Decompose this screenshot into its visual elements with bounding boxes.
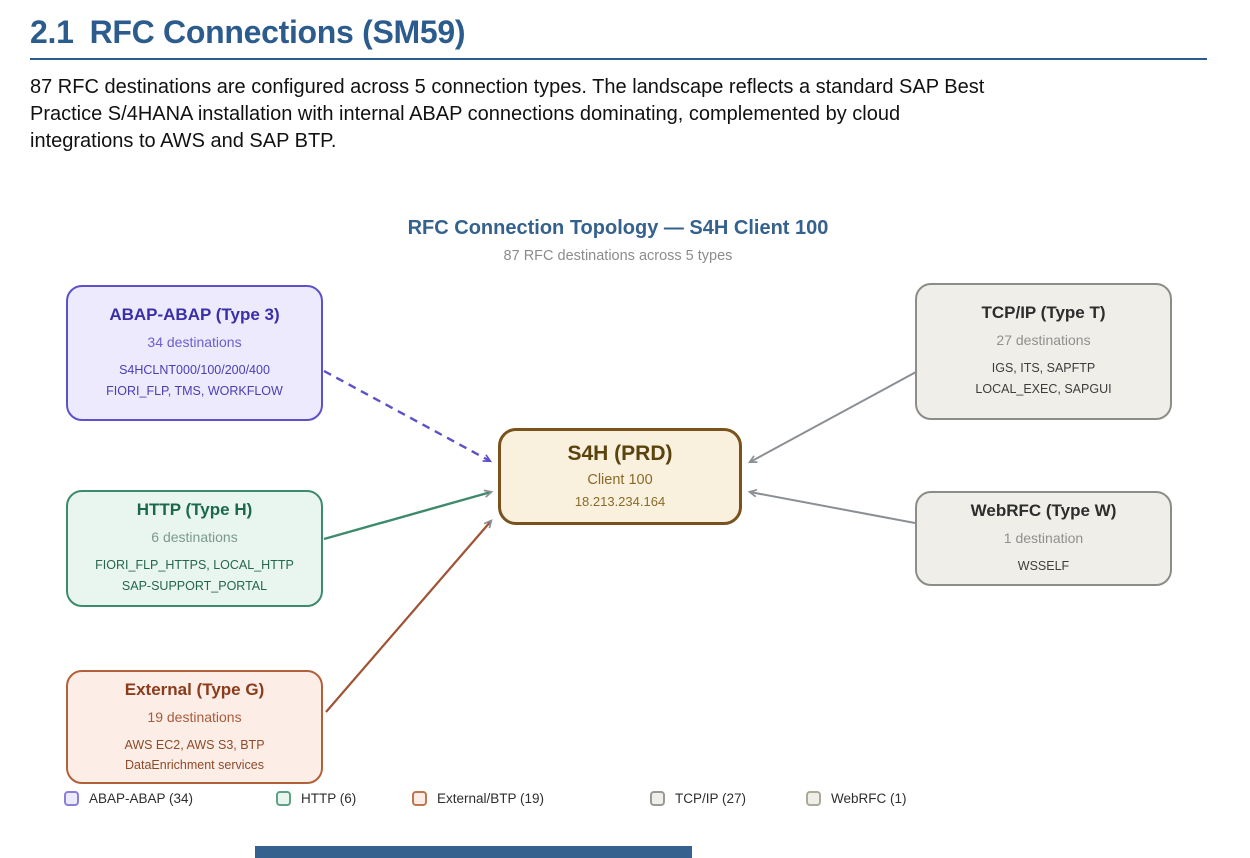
section-title: RFC Connections (SM59) bbox=[89, 14, 466, 50]
node-detail: DataEnrichment services bbox=[125, 757, 264, 772]
legend-swatch-external bbox=[412, 790, 427, 806]
arrow-tcpip-to-center bbox=[747, 371, 917, 464]
legend-label: HTTP (6) bbox=[301, 790, 357, 806]
arrow-abap-to-center bbox=[323, 369, 493, 463]
arrow-http-to-center bbox=[323, 489, 494, 541]
node-count: 34 destinations bbox=[147, 333, 242, 350]
legend-item-http: HTTP (6) bbox=[276, 789, 356, 807]
section-number: 2.1 bbox=[30, 14, 74, 50]
node-ip-address: 18.213.234.164 bbox=[574, 493, 666, 509]
node-title: ABAP-ABAP (Type 3) bbox=[109, 304, 280, 324]
diagram-subtitle: 87 RFC destinations across 5 types bbox=[503, 248, 733, 264]
intro-paragraph: 87 RFC destinations are configured acros… bbox=[30, 74, 984, 155]
legend-label: ABAP-ABAP (34) bbox=[89, 790, 194, 806]
legend-swatch-webrfc bbox=[806, 790, 821, 806]
node-title: External (Type G) bbox=[124, 679, 265, 699]
node-count: 1 destination bbox=[1003, 529, 1084, 546]
node-detail: FIORI_FLP_HTTPS, LOCAL_HTTP bbox=[95, 558, 294, 572]
arrow-webrfc-to-center bbox=[747, 488, 916, 524]
node-detail: WSSELF bbox=[1017, 558, 1070, 573]
legend-label: WebRFC (1) bbox=[831, 790, 907, 806]
node-count: 27 destinations bbox=[996, 332, 1091, 348]
node-count: 6 destinations bbox=[151, 529, 238, 545]
arrow-external-to-center bbox=[325, 519, 493, 713]
node-external: External (Type G) 19 destinations AWS EC… bbox=[66, 670, 323, 784]
next-section-bar bbox=[255, 846, 692, 858]
paragraph-line: Practice S/4HANA installation with inter… bbox=[30, 103, 901, 125]
node-abap-abap: ABAP-ABAP (Type 3) 34 destinations S4HCL… bbox=[66, 285, 323, 421]
legend-swatch-tcpip bbox=[650, 790, 665, 806]
node-title: S4H (PRD) bbox=[567, 441, 673, 465]
legend-label: External/BTP (19) bbox=[437, 790, 545, 806]
node-http: HTTP (Type H) 6 destinations FIORI_FLP_H… bbox=[66, 490, 323, 607]
node-client: Client 100 bbox=[587, 471, 653, 488]
legend-swatch-http bbox=[276, 790, 291, 806]
node-detail: S4HCLNT000/100/200/400 bbox=[119, 362, 270, 377]
legend-item-abap: ABAP-ABAP (34) bbox=[64, 789, 193, 807]
legend-swatch-abap bbox=[64, 790, 79, 806]
node-count: 19 destinations bbox=[147, 708, 242, 725]
node-title: TCP/IP (Type T) bbox=[981, 303, 1106, 322]
legend-item-tcpip: TCP/IP (27) bbox=[650, 789, 746, 807]
section-heading: 2.1 RFC Connections (SM59) bbox=[30, 14, 466, 51]
heading-underline bbox=[30, 58, 1207, 60]
node-s4h-prd: S4H (PRD) Client 100 18.213.234.164 bbox=[498, 428, 742, 525]
legend-item-webrfc: WebRFC (1) bbox=[806, 789, 907, 807]
diagram-title: RFC Connection Topology — S4H Client 100 bbox=[407, 217, 829, 239]
node-detail: SAP-SUPPORT_PORTAL bbox=[121, 579, 268, 593]
node-title: HTTP (Type H) bbox=[136, 500, 253, 519]
node-detail: IGS, ITS, SAPFTP bbox=[991, 361, 1096, 375]
paragraph-line: integrations to AWS and SAP BTP. bbox=[30, 130, 337, 152]
node-webrfc: WebRFC (Type W) 1 destination WSSELF bbox=[915, 491, 1172, 586]
node-detail: LOCAL_EXEC, SAPGUI bbox=[975, 382, 1112, 396]
legend-label: TCP/IP (27) bbox=[675, 790, 747, 806]
node-title: WebRFC (Type W) bbox=[970, 500, 1117, 520]
legend-item-external: External/BTP (19) bbox=[412, 789, 544, 807]
paragraph-line: 87 RFC destinations are configured acros… bbox=[30, 76, 985, 98]
node-detail: AWS EC2, AWS S3, BTP bbox=[124, 737, 265, 752]
node-detail: FIORI_FLP, TMS, WORKFLOW bbox=[106, 383, 283, 398]
node-tcpip: TCP/IP (Type T) 27 destinations IGS, ITS… bbox=[915, 283, 1172, 420]
